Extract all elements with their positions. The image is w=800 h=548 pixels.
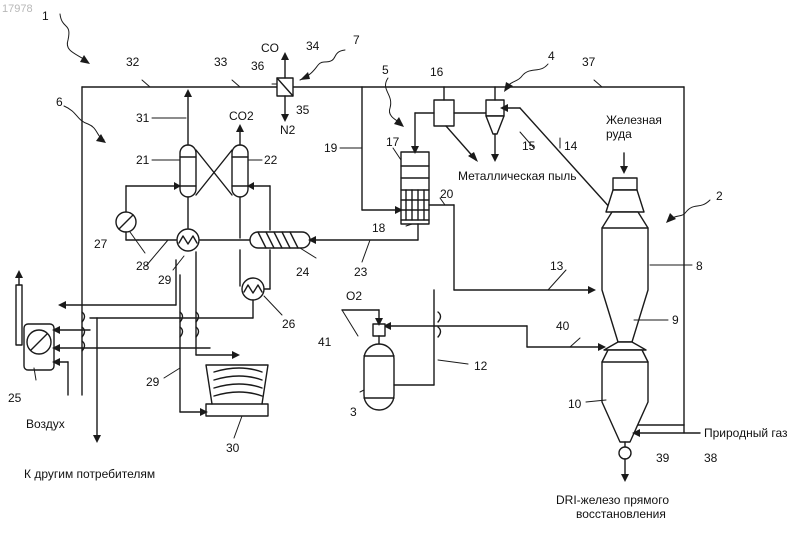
- label-29a: 29: [158, 273, 172, 287]
- label-3: 3: [350, 405, 357, 419]
- label-33: 33: [214, 55, 228, 69]
- label-29b: 29: [146, 375, 160, 389]
- membrane-separator-34: [277, 52, 293, 122]
- heater-25: [15, 270, 210, 395]
- label-1: 1: [42, 9, 49, 23]
- line-19: [362, 87, 403, 214]
- label-20: 20: [440, 187, 454, 201]
- cyclone-15: [486, 87, 520, 162]
- absorber-21: [180, 145, 196, 197]
- label-30: 30: [226, 441, 240, 455]
- label-2: 2: [716, 189, 723, 203]
- label-9: 9: [672, 313, 679, 327]
- heat-exchanger-24: [250, 232, 418, 248]
- pointer-5-head: [394, 117, 404, 127]
- label-iron-ore-2: руда: [606, 127, 632, 141]
- label-metal-dust: Металлическая пыль: [458, 169, 576, 183]
- watermark-number: 17978: [2, 3, 33, 15]
- label-8: 8: [696, 259, 703, 273]
- label-dri-2: восстановления: [576, 507, 666, 521]
- pointer-1: [60, 14, 88, 62]
- label-air: Воздух: [26, 417, 65, 431]
- label-16: 16: [430, 65, 444, 79]
- label-4: 4: [548, 49, 555, 63]
- pointer-7-head: [300, 72, 310, 80]
- label-12: 12: [474, 359, 488, 373]
- pointer-2-head: [666, 213, 676, 223]
- label-25: 25: [8, 391, 22, 405]
- label-26: 26: [282, 317, 296, 331]
- label-34: 34: [306, 39, 320, 53]
- label-39: 39: [656, 451, 670, 465]
- label-18: 18: [372, 221, 386, 235]
- label-21: 21: [136, 153, 150, 167]
- line-40: [383, 322, 606, 351]
- pointer-6-head: [96, 134, 106, 143]
- label-27: 27: [94, 237, 108, 251]
- pointer-2: [670, 200, 710, 220]
- label-10: 10: [568, 397, 582, 411]
- label-23: 23: [354, 265, 368, 279]
- label-31: 31: [136, 111, 150, 125]
- label-14: 14: [564, 139, 578, 153]
- label-7: 7: [353, 33, 360, 47]
- pointer-4: [506, 64, 548, 88]
- label-co2: CO2: [229, 109, 254, 123]
- natural-gas-line: [632, 425, 700, 437]
- label-n2: N2: [280, 123, 296, 137]
- reformer-30: [180, 365, 268, 416]
- pointer-6: [64, 106, 104, 140]
- label-35: 35: [296, 103, 310, 117]
- label-13: 13: [550, 259, 564, 273]
- label-32: 32: [126, 55, 140, 69]
- label-o2: O2: [346, 289, 362, 303]
- label-36: 36: [251, 59, 265, 73]
- label-natural-gas: Природный газ: [704, 426, 788, 440]
- dust-separator-16: [411, 87, 486, 162]
- label-22: 22: [264, 153, 278, 167]
- label-40: 40: [556, 319, 570, 333]
- label-28: 28: [136, 259, 150, 273]
- label-leaders: [34, 80, 692, 438]
- line-20: [429, 205, 596, 294]
- label-6: 6: [56, 95, 63, 109]
- label-co: CO: [261, 41, 279, 55]
- pointer-1-head: [80, 55, 90, 64]
- label-dri-1: DRI-железо прямого: [556, 493, 669, 507]
- label-15: 15: [522, 139, 536, 153]
- label-5: 5: [382, 63, 389, 77]
- compressor-27: [116, 212, 138, 240]
- line-14: [520, 108, 612, 210]
- heater-17: [401, 152, 429, 224]
- line-to-other-consumers: [93, 318, 101, 443]
- label-19: 19: [324, 141, 338, 155]
- label-41: 41: [318, 335, 332, 349]
- pointer-5: [385, 78, 402, 124]
- label-17: 17: [386, 135, 400, 149]
- label-iron-ore-1: Железная: [606, 113, 662, 127]
- label-other-consumers: К другим потребителям: [24, 467, 155, 481]
- label-38: 38: [704, 451, 718, 465]
- label-24: 24: [296, 265, 310, 279]
- label-37: 37: [582, 55, 596, 69]
- absorber-22: [232, 145, 248, 197]
